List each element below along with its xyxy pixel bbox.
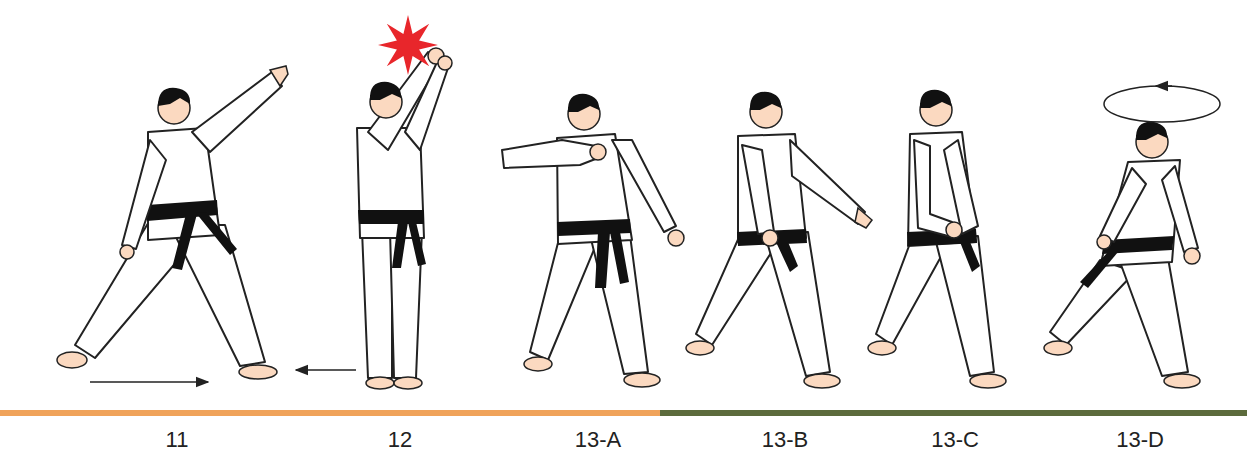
arm [405, 60, 448, 150]
foot [524, 357, 552, 371]
hair [1136, 122, 1167, 140]
impact-star [378, 15, 438, 75]
hand [590, 144, 606, 160]
foot [686, 341, 714, 355]
arm [790, 140, 865, 224]
karateka-figure [686, 92, 872, 388]
foot [868, 341, 896, 355]
leg [530, 235, 598, 360]
foot [624, 373, 660, 387]
belt-tails [392, 222, 426, 268]
arm [612, 140, 676, 232]
foot [239, 365, 277, 379]
leg [362, 230, 392, 378]
belt-tails [595, 232, 629, 288]
karateka-figure [502, 94, 684, 387]
karateka-figure [1044, 86, 1220, 388]
hand [855, 208, 872, 228]
leg [1120, 258, 1188, 376]
motion-arrow [296, 369, 356, 371]
step-number: 11 [166, 429, 189, 451]
karateka-figure [296, 15, 452, 389]
foot [1044, 341, 1072, 355]
belt [358, 210, 424, 224]
foot [970, 374, 1006, 388]
hand [120, 245, 134, 259]
orange-bar [0, 410, 660, 416]
leg [876, 238, 948, 345]
karateka-figure [57, 66, 288, 382]
step-number: 13-A [575, 429, 621, 451]
karateka-figure [868, 90, 1006, 388]
arm [742, 145, 774, 234]
arm [502, 140, 598, 168]
foot [366, 377, 394, 389]
hair [568, 94, 599, 112]
hand [1097, 235, 1111, 249]
hair [158, 88, 190, 106]
step-number: 13-D [1116, 429, 1164, 451]
foot [1164, 374, 1200, 388]
arm [914, 140, 952, 236]
arm [1162, 166, 1198, 252]
hair [370, 82, 401, 100]
step-number: 12 [388, 429, 412, 451]
rotation-arrow [1156, 85, 1172, 87]
foot [57, 352, 87, 368]
hair [920, 90, 951, 108]
leg [935, 236, 994, 376]
step-number: 13-B [762, 429, 808, 451]
belt [737, 229, 807, 246]
rotation-circle [1104, 86, 1220, 122]
hand [438, 56, 452, 70]
hand [668, 230, 684, 246]
hand [1184, 248, 1200, 264]
foot [804, 374, 840, 388]
leg [765, 232, 830, 376]
hand [270, 66, 288, 86]
hand [762, 230, 778, 246]
step-number: 13-C [931, 429, 979, 451]
foot [394, 377, 422, 389]
hand [946, 222, 962, 238]
arm [122, 140, 166, 249]
motion-arrow [90, 381, 208, 383]
belt-tails [960, 242, 980, 272]
belt-tails [776, 242, 798, 272]
belt-tails [172, 212, 237, 270]
arm [192, 72, 282, 152]
leg [696, 235, 778, 345]
hair [750, 92, 781, 110]
arm [1100, 168, 1146, 242]
belt-tails [1080, 252, 1118, 288]
green-bar [660, 410, 1247, 416]
